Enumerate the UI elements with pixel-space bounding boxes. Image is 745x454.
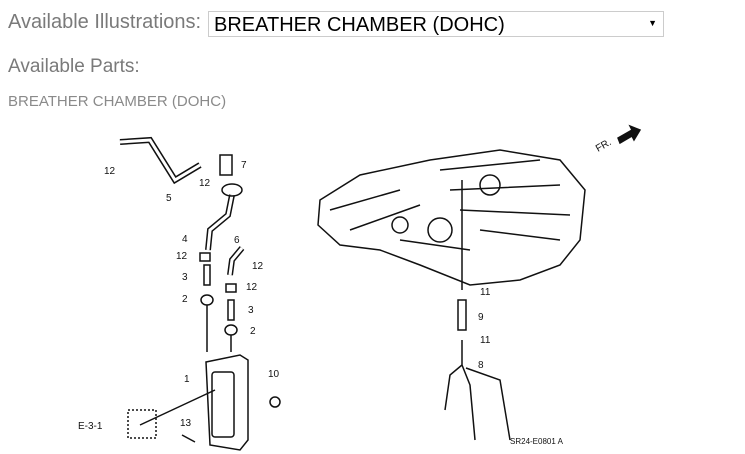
callout-12[interactable]: 12 — [104, 166, 116, 177]
chevron-down-icon: ▼ — [648, 18, 657, 28]
illustration-select[interactable]: BREATHER CHAMBER (DOHC) ▼ — [208, 11, 664, 37]
callout-3[interactable]: 3 — [182, 272, 188, 283]
callout-2[interactable]: 2 — [250, 326, 256, 337]
illustrations-label: Available Illustrations: — [8, 11, 202, 33]
callout-11[interactable]: 11 — [480, 335, 491, 346]
parts-diagram: 12 5 12 7 4 12 3 2 6 12 12 3 2 1 10 E-3-… — [78, 124, 642, 451]
parts-subtitle: BREATHER CHAMBER (DOHC) — [8, 93, 227, 110]
callout-10[interactable]: 10 — [268, 369, 280, 380]
callout-11[interactable]: 11 — [480, 287, 491, 298]
callout-8[interactable]: 8 — [478, 360, 484, 371]
illustration-select-value: BREATHER CHAMBER (DOHC) — [214, 14, 505, 36]
front-direction-label: FR. — [594, 137, 613, 155]
callout-9[interactable]: 9 — [478, 312, 484, 323]
callout-7[interactable]: 7 — [241, 160, 247, 171]
parts-label: Available Parts: — [8, 56, 140, 77]
callout-13[interactable]: 13 — [180, 418, 192, 429]
callout-12[interactable]: 12 — [199, 178, 211, 189]
diagram-code: SR24-E0801 A — [510, 437, 564, 446]
callout-5[interactable]: 5 — [166, 193, 172, 204]
callout-12[interactable]: 12 — [252, 261, 264, 272]
callout-4[interactable]: 4 — [182, 234, 188, 245]
callout-12[interactable]: 12 — [176, 251, 188, 262]
callout-6[interactable]: 6 — [234, 235, 240, 246]
callout-1[interactable]: 1 — [184, 374, 190, 385]
callout-e-3-1[interactable]: E-3-1 — [78, 421, 103, 432]
callout-12[interactable]: 12 — [246, 282, 258, 293]
callout-2[interactable]: 2 — [182, 294, 188, 305]
callout-3[interactable]: 3 — [248, 305, 254, 316]
